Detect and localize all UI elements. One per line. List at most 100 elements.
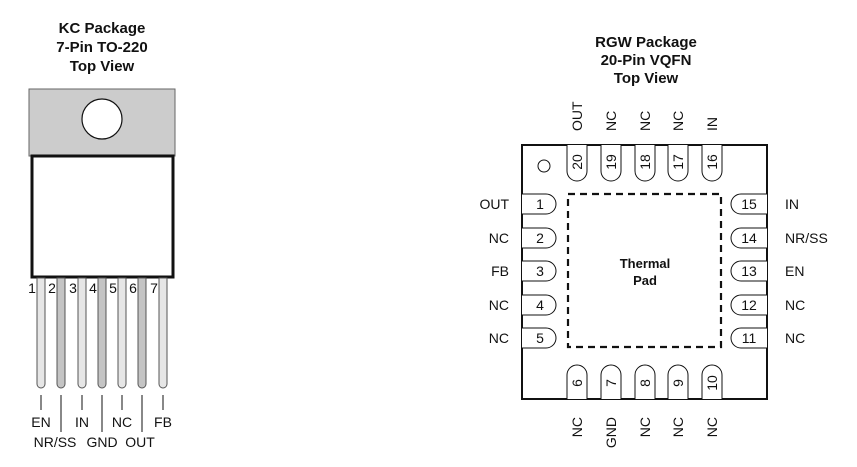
- rgw-pin-pad: [701, 364, 723, 399]
- rgw-pin-11: 11 NC: [730, 327, 805, 349]
- rgw-pin-2: 2 NC: [489, 227, 557, 249]
- rgw-pin-12: 12 NC: [730, 294, 805, 316]
- kc-pin-2: 2: [48, 277, 66, 432]
- rgw-pin-15: 15 IN: [730, 193, 799, 215]
- rgw-pin-number: 11: [742, 330, 757, 346]
- rgw-pin-pad: [667, 145, 689, 182]
- rgw-pin-number: 1: [536, 196, 544, 212]
- kc-pin-number: 2: [48, 280, 56, 296]
- rgw-pin-number: 19: [603, 154, 619, 170]
- kc-pin-lead: [158, 277, 168, 389]
- kc-mounting-hole: [81, 98, 123, 140]
- rgw-pin-name: NC: [704, 417, 720, 437]
- rgw-pin-pad: [522, 294, 557, 316]
- rgw-pin-pad: [522, 193, 557, 215]
- rgw-pin-pad: [634, 145, 656, 182]
- kc-pin-4: 4: [89, 277, 107, 432]
- rgw-pin-number: 16: [704, 154, 720, 170]
- rgw-pin-number: 20: [569, 154, 585, 170]
- kc-pin-number: 4: [89, 280, 97, 296]
- kc-pin-lead: [36, 277, 46, 389]
- rgw-pin-number: 17: [670, 154, 686, 170]
- kc-pin-name-3: IN: [75, 414, 89, 430]
- kc-package-body: [30, 154, 175, 279]
- thermal-pad-outline: [566, 192, 723, 349]
- kc-pin-lead: [117, 277, 127, 389]
- kc-pin-name-4: GND: [86, 434, 117, 450]
- kc-pin-name-6: OUT: [125, 434, 155, 450]
- rgw-pin-name: GND: [603, 417, 619, 448]
- rgw-package-body: [521, 144, 768, 400]
- kc-pin-name-2: NR/SS: [34, 434, 77, 450]
- kc-pin-number: 7: [150, 280, 158, 296]
- kc-pin-name-7: FB: [154, 414, 172, 430]
- kc-pin-lead: [77, 277, 87, 389]
- rgw-pin-16: 16 IN: [701, 117, 723, 182]
- rgw-pin-pad: [730, 260, 767, 282]
- rgw-pin-name: NC: [489, 230, 509, 246]
- rgw-package: RGW Package 20-Pin VQFN Top View Thermal…: [479, 34, 827, 448]
- rgw-pin-name: NC: [489, 330, 509, 346]
- kc-pin-number: 3: [69, 280, 77, 296]
- rgw-pin-number: 8: [637, 379, 653, 387]
- rgw-pin-number: 18: [637, 154, 653, 170]
- rgw-title-line-1: RGW Package: [595, 34, 697, 51]
- kc-pin-number: 1: [28, 280, 36, 296]
- rgw-pin-number: 4: [536, 297, 544, 313]
- rgw-pin-name: NC: [489, 297, 509, 313]
- rgw-pin-17: 17 NC: [667, 111, 689, 182]
- rgw-pin-number: 13: [741, 263, 757, 279]
- rgw-title-line-2: 20-Pin VQFN: [601, 52, 692, 69]
- rgw-pin-number: 6: [569, 379, 585, 387]
- kc-pin-7: 7: [150, 277, 168, 410]
- kc-pin-name-5: NC: [112, 414, 132, 430]
- kc-pin-1: 1: [28, 277, 46, 410]
- rgw-pin-number: 12: [741, 297, 757, 313]
- rgw-pin-name: NC: [785, 297, 805, 313]
- rgw-pin-4: 4 NC: [489, 294, 557, 316]
- rgw-pin-pad: [730, 227, 767, 249]
- kc-pin-lead: [97, 277, 107, 389]
- rgw-pin-number: 7: [603, 379, 619, 387]
- kc-pin-number: 5: [109, 280, 117, 296]
- rgw-pin-number: 9: [670, 379, 686, 387]
- kc-pin-3: 3: [69, 277, 87, 410]
- rgw-pin-number: 15: [741, 196, 757, 212]
- kc-pin-lead: [56, 277, 66, 389]
- rgw-pin-19: 19 NC: [600, 111, 622, 182]
- thermal-pad-label-line-2: Pad: [633, 273, 657, 288]
- rgw-pin-name: NC: [785, 330, 805, 346]
- rgw-pin-name: NC: [670, 111, 686, 131]
- rgw-title-line-3: Top View: [614, 70, 679, 87]
- rgw-pin-name: NC: [637, 417, 653, 437]
- kc-pin-name-1: EN: [31, 414, 50, 430]
- rgw-pin-name: OUT: [479, 196, 509, 212]
- rgw-pin-name: IN: [704, 117, 720, 131]
- rgw-pin-number: 2: [536, 230, 544, 246]
- rgw-pin-name: NR/SS: [785, 230, 828, 246]
- rgw-pin-pad: [566, 145, 588, 182]
- pin1-indicator-dot: [537, 159, 551, 173]
- rgw-pin-pad: [522, 260, 557, 282]
- rgw-pin-name: IN: [785, 196, 799, 212]
- rgw-pin-name: EN: [785, 263, 804, 279]
- thermal-pad-label-line-1: Thermal: [620, 256, 671, 271]
- kc-title-line-2: 7-Pin TO-220: [56, 39, 147, 56]
- rgw-pin-name: FB: [491, 263, 509, 279]
- rgw-pin-13: 13 EN: [730, 260, 804, 282]
- rgw-pin-5: 5NC: [489, 327, 557, 349]
- rgw-pin-number: 14: [741, 230, 757, 246]
- rgw-pin-name: NC: [603, 111, 619, 131]
- rgw-pin-1: 1 OUT: [479, 193, 557, 215]
- kc-pin-6: 6: [129, 277, 147, 432]
- rgw-pin-name: NC: [670, 417, 686, 437]
- rgw-pin-pad: [730, 327, 767, 349]
- rgw-pin-pad: [522, 227, 557, 249]
- rgw-pin-pad: [566, 364, 588, 399]
- rgw-pin-pad: [730, 193, 767, 215]
